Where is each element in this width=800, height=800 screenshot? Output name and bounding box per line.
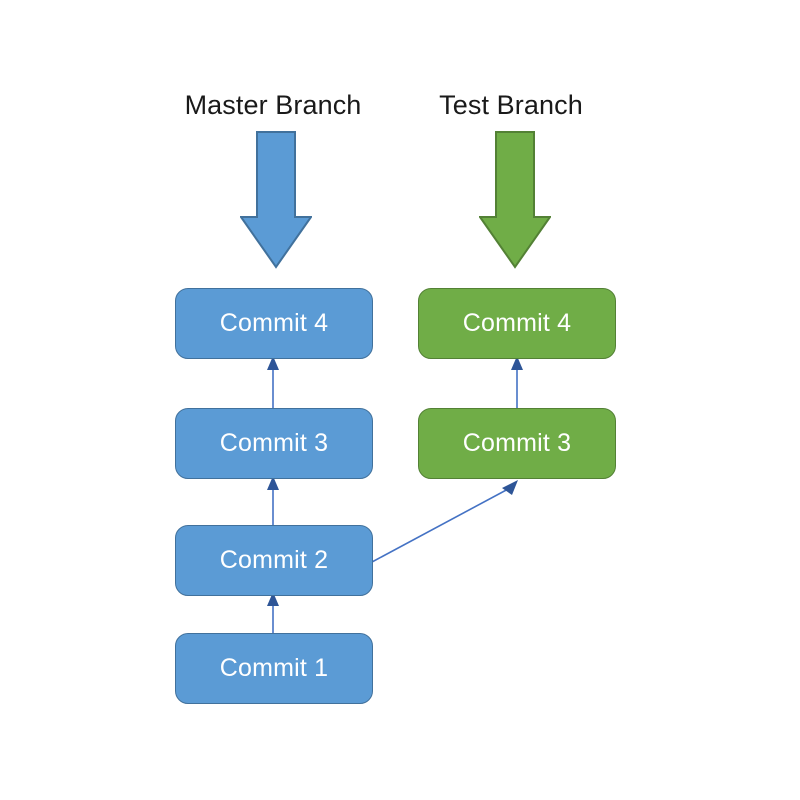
commit-label: Commit 2 — [219, 546, 329, 574]
commit-box-master-commit-1[interactable]: Commit 1 — [175, 633, 373, 704]
connector-commit3-to-commit4-master — [262, 356, 284, 410]
commit-box-master-commit-4[interactable]: Commit 4 — [175, 288, 373, 359]
connector-commit2-master-to-commit3-test — [366, 470, 526, 570]
commit-box-test-commit-3[interactable]: Commit 3 — [418, 408, 616, 479]
connector-commit3-to-commit4-test — [506, 356, 528, 410]
commit-label: Commit 3 — [462, 429, 572, 457]
commit-box-test-commit-4[interactable]: Commit 4 — [418, 288, 616, 359]
connector-commit2-to-commit3-master — [262, 476, 284, 526]
commit-label: Commit 4 — [462, 309, 572, 337]
commit-label: Commit 3 — [219, 429, 329, 457]
commit-box-master-commit-3[interactable]: Commit 3 — [175, 408, 373, 479]
commit-label: Commit 1 — [219, 654, 329, 682]
master-branch-pointer-arrow — [240, 131, 312, 269]
test-branch-pointer-arrow — [479, 131, 551, 269]
master-branch-label: Master Branch — [184, 90, 362, 120]
commit-box-master-commit-2[interactable]: Commit 2 — [175, 525, 373, 596]
test-branch-label: Test Branch — [439, 90, 583, 120]
commit-label: Commit 4 — [219, 309, 329, 337]
